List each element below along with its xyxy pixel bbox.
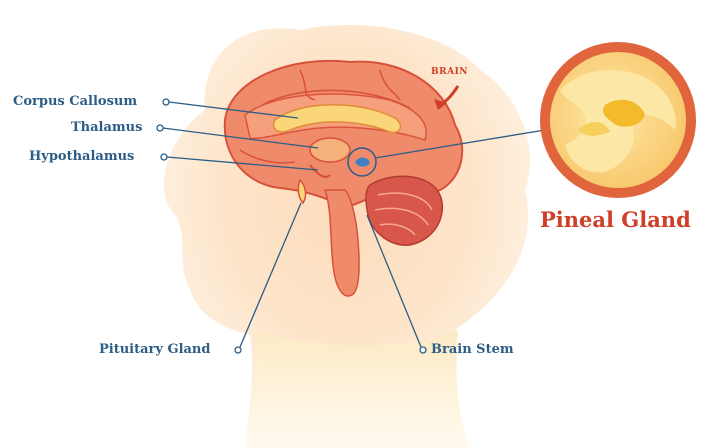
pineal-gland-title: Pineal Gland bbox=[540, 207, 691, 232]
pineal-gland-zoom bbox=[540, 42, 696, 198]
corpus-callosum-label: Corpus Callosum bbox=[13, 94, 137, 109]
brain-stem-label: Brain Stem bbox=[431, 342, 514, 357]
hypothalamus-label: Hypothalamus bbox=[29, 149, 134, 164]
brain-label: BRAIN bbox=[431, 67, 468, 77]
pituitary-gland-label: Pituitary Gland bbox=[99, 342, 210, 357]
thalamus-label: Thalamus bbox=[71, 120, 142, 135]
